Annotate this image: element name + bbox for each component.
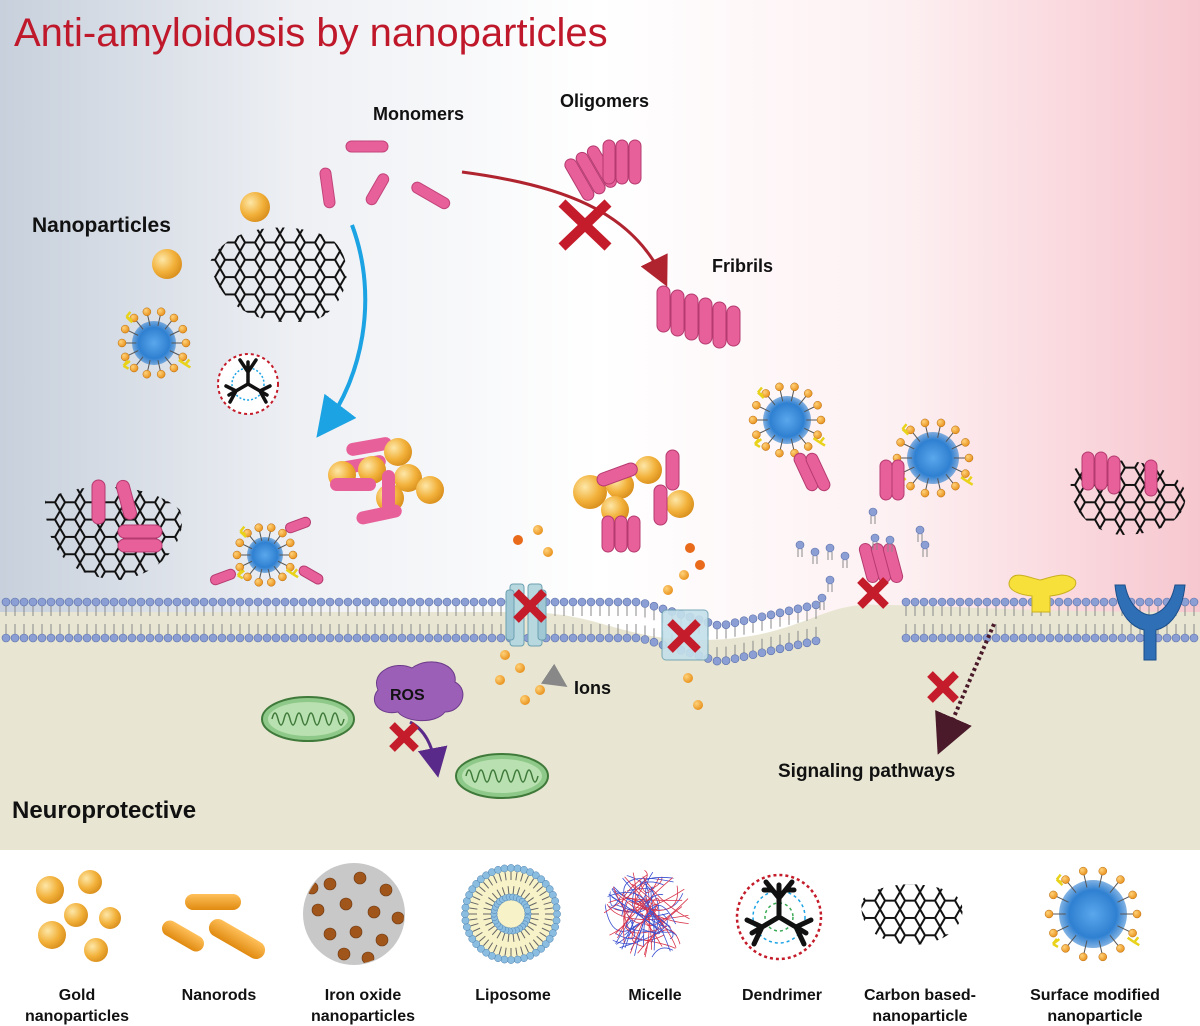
inhibition-cross-membrane — [857, 577, 889, 609]
legend-label-line1: Dendrimer — [742, 987, 822, 1004]
legend-label-line1: Liposome — [475, 987, 551, 1004]
surface-modified-nanoparticle-bound — [232, 523, 299, 587]
legend-label-line1: Micelle — [628, 987, 681, 1004]
ions-group — [495, 525, 705, 710]
blue-receptor — [1114, 584, 1186, 661]
carbon-nanoparticle-icon — [861, 884, 963, 945]
dendrimer-nanoparticle — [217, 353, 279, 415]
iron-oxide-icon — [303, 863, 405, 965]
np-binding-arrow — [316, 224, 368, 438]
legend-label-line1: Gold — [59, 987, 95, 1004]
neuroprotective-label: Neuroprotective — [12, 797, 196, 824]
free-lipids — [795, 507, 930, 610]
nanoparticles-label: Nanoparticles — [32, 214, 171, 237]
legend-label-line2: nanoparticles — [25, 1008, 129, 1025]
gold-nanoparticle — [152, 249, 182, 279]
right-amyloid-oligomers — [793, 452, 905, 584]
yellow-receptor — [1008, 574, 1077, 613]
signaling-label: Signaling pathways — [778, 761, 955, 782]
inhibition-cross-ros — [389, 722, 419, 752]
legend-label-line2: nanoparticle — [872, 1008, 967, 1025]
oligomers-label: Oligomers — [560, 91, 649, 111]
ros-label: ROS — [390, 687, 425, 704]
legend-label-line1: Carbon based- — [864, 987, 976, 1004]
gold-nanoparticles-icon — [36, 870, 121, 962]
surface-modified-nanoparticle-right1 — [748, 382, 826, 458]
nanorods-icon — [162, 894, 266, 959]
mitochondrion-healthy — [455, 753, 549, 799]
gold-nanoparticle — [240, 192, 270, 222]
aggregation-inhibited-arrow — [461, 170, 668, 287]
ros-cloud: ROS — [373, 661, 464, 722]
legend-label-line2: nanoparticles — [311, 1008, 415, 1025]
bound-monomers — [209, 516, 324, 586]
surface-modified-icon — [1044, 866, 1142, 962]
legend-label-line1: Nanorods — [182, 987, 257, 1004]
dendrimer-icon — [735, 873, 823, 961]
fibrils-group — [656, 285, 741, 349]
cytoplasm-background — [0, 604, 1200, 850]
legend-labels: Gold nanoparticles Nanorods Iron oxide nanop… — [25, 987, 1160, 1025]
inhibition-cross-pore — [667, 619, 701, 653]
oligomers-group — [564, 139, 642, 201]
extracellular-background — [0, 0, 1200, 620]
mitochondrion-damaged — [261, 696, 355, 742]
ions-arrow — [540, 663, 568, 687]
gold-oligomer-complex — [573, 449, 694, 553]
inhibition-cross-fibrillation — [558, 199, 612, 251]
gold-amyloid-complex — [328, 437, 444, 525]
monomers-group — [319, 140, 451, 210]
graphene-amyloid-complex-right — [1070, 451, 1186, 535]
monomers-label: Monomers — [373, 104, 464, 124]
surface-modified-nanoparticle — [117, 307, 192, 379]
inhibition-cross-signaling — [927, 671, 959, 703]
legend-label-line2: nanoparticle — [1047, 1008, 1142, 1025]
figure-title: Anti-amyloidosis by nanoparticles — [14, 11, 608, 55]
ions-label: Ions — [574, 678, 611, 698]
inhibition-cross-channel — [513, 589, 547, 623]
legend-label-line1: Surface modified — [1030, 987, 1160, 1004]
fibrils-label: Fribrils — [712, 256, 773, 276]
legend-label-line1: Iron oxide — [325, 987, 402, 1004]
liposome-icon — [461, 864, 561, 964]
